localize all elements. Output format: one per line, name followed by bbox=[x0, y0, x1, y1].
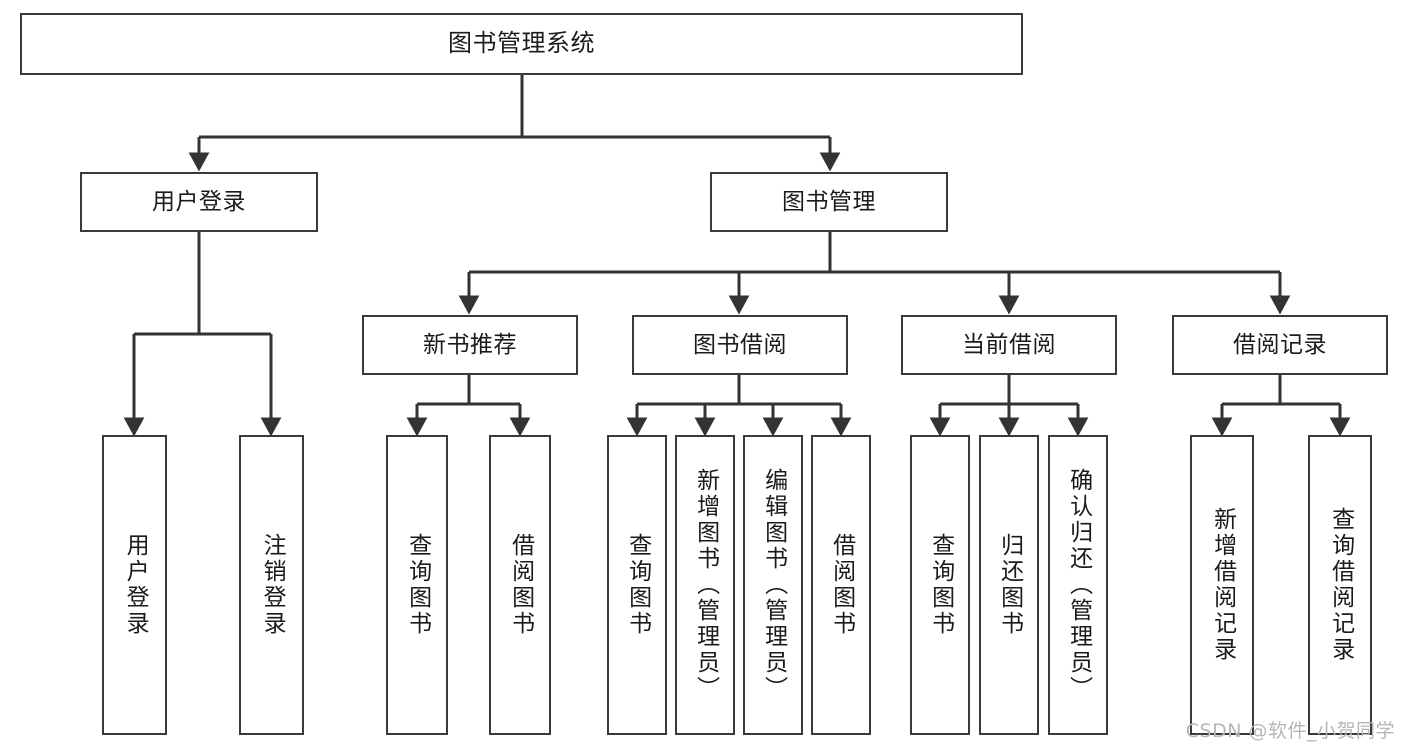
node-leaf-query-book-borrow[interactable]: 查询图书 bbox=[607, 435, 667, 735]
node-leaf-query-book-current[interactable]: 查询图书 bbox=[910, 435, 970, 735]
node-leaf-logout-login[interactable]: 注销登录 bbox=[239, 435, 304, 735]
node-borrow-record[interactable]: 借阅记录 bbox=[1172, 315, 1388, 375]
node-label: 用户登录 bbox=[122, 533, 149, 637]
node-new-book-recommend[interactable]: 新书推荐 bbox=[362, 315, 578, 375]
node-root-book-management-system[interactable]: 图书管理系统 bbox=[20, 13, 1023, 75]
node-leaf-query-book-recommend[interactable]: 查询图书 bbox=[386, 435, 448, 735]
node-book-management[interactable]: 图书管理 bbox=[710, 172, 948, 232]
node-label: 新书推荐 bbox=[423, 331, 517, 358]
node-label: 查询借阅记录 bbox=[1327, 507, 1354, 663]
node-leaf-edit-book-admin[interactable]: 编辑图书（管理员） bbox=[743, 435, 803, 735]
node-label: 用户登录 bbox=[152, 188, 246, 215]
node-leaf-query-borrow-record[interactable]: 查询借阅记录 bbox=[1308, 435, 1372, 735]
node-label: 借阅记录 bbox=[1233, 331, 1327, 358]
node-label: 图书借阅 bbox=[693, 331, 787, 358]
node-label: 借阅图书 bbox=[828, 533, 855, 637]
node-label: 图书管理系统 bbox=[448, 29, 595, 58]
node-label: 新增图书（管理员） bbox=[692, 468, 719, 702]
node-book-borrow[interactable]: 图书借阅 bbox=[632, 315, 848, 375]
node-current-borrow[interactable]: 当前借阅 bbox=[901, 315, 1117, 375]
node-label: 图书管理 bbox=[782, 188, 876, 215]
node-label: 当前借阅 bbox=[962, 331, 1056, 358]
node-label: 查询图书 bbox=[927, 533, 954, 637]
node-label: 查询图书 bbox=[404, 533, 431, 637]
node-leaf-borrow-book-borrow[interactable]: 借阅图书 bbox=[811, 435, 871, 735]
node-label: 编辑图书（管理员） bbox=[760, 468, 787, 702]
node-leaf-user-login[interactable]: 用户登录 bbox=[102, 435, 167, 735]
node-label: 借阅图书 bbox=[507, 533, 534, 637]
node-label: 归还图书 bbox=[996, 533, 1023, 637]
node-leaf-add-borrow-record[interactable]: 新增借阅记录 bbox=[1190, 435, 1254, 735]
node-user-login[interactable]: 用户登录 bbox=[80, 172, 318, 232]
node-leaf-borrow-book-recommend[interactable]: 借阅图书 bbox=[489, 435, 551, 735]
node-label: 新增借阅记录 bbox=[1209, 507, 1236, 663]
node-label: 查询图书 bbox=[624, 533, 651, 637]
node-leaf-return-book[interactable]: 归还图书 bbox=[979, 435, 1039, 735]
node-leaf-add-book-admin[interactable]: 新增图书（管理员） bbox=[675, 435, 735, 735]
node-leaf-confirm-return-admin[interactable]: 确认归还（管理员） bbox=[1048, 435, 1108, 735]
node-label: 注销登录 bbox=[259, 533, 286, 637]
csdn-watermark: CSDN @软件_小贺同学 bbox=[1185, 720, 1395, 742]
node-label: 确认归还（管理员） bbox=[1065, 468, 1092, 702]
